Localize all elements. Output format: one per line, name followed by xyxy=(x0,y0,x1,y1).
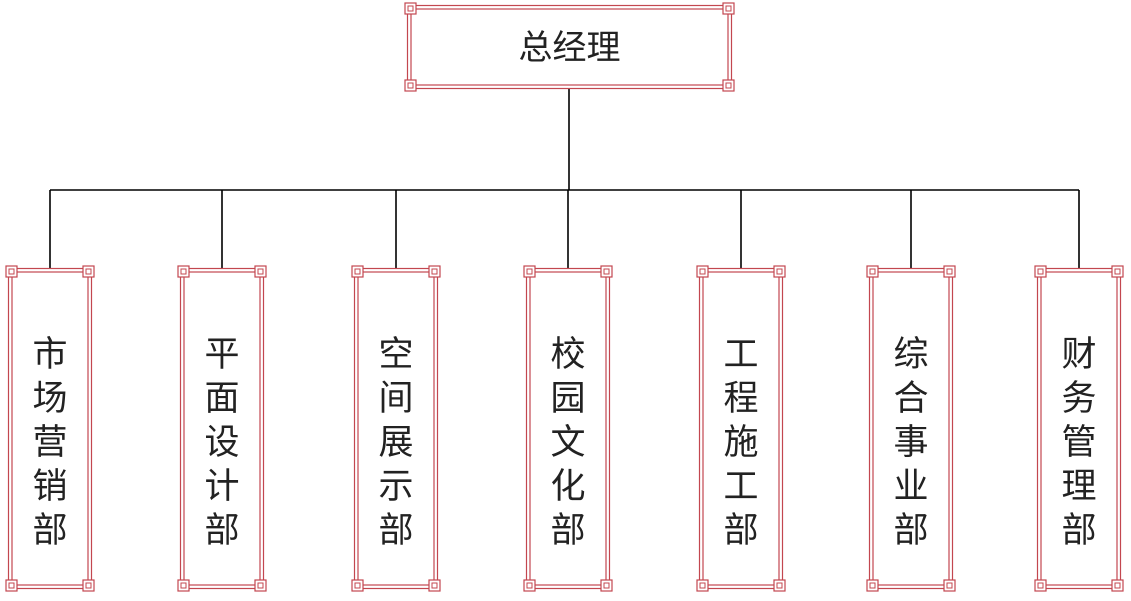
department-label: 市场营销部 xyxy=(32,335,67,551)
department-node: 综合事业部 xyxy=(866,265,956,592)
department-node: 市场营销部 xyxy=(5,265,95,592)
department-label: 综合事业部 xyxy=(893,335,928,551)
root-node: 总经理 xyxy=(404,2,735,92)
department-label: 工程施工部 xyxy=(723,335,758,551)
department-box-frame xyxy=(177,265,267,592)
department-node: 工程施工部 xyxy=(696,265,786,592)
department-box-frame xyxy=(866,265,956,592)
department-box-frame xyxy=(696,265,786,592)
department-box-frame xyxy=(1034,265,1124,592)
department-box-frame xyxy=(351,265,441,592)
department-box-frame xyxy=(523,265,613,592)
root-label: 总经理 xyxy=(519,28,621,68)
department-node: 空间展示部 xyxy=(351,265,441,592)
department-label: 财务管理部 xyxy=(1061,335,1096,551)
department-nodes: 市场营销部 平面设计部 空间展示部 校园文化部 工程施工部 综合事业部 财务管理部 xyxy=(5,265,1124,592)
department-label: 空间展示部 xyxy=(378,335,413,551)
department-node: 财务管理部 xyxy=(1034,265,1124,592)
department-label: 平面设计部 xyxy=(204,335,239,551)
root-box-frame xyxy=(404,2,735,92)
connector-lines xyxy=(49,89,1080,268)
department-node: 平面设计部 xyxy=(177,265,267,592)
department-box-frame xyxy=(5,265,95,592)
department-label: 校园文化部 xyxy=(550,335,585,551)
department-node: 校园文化部 xyxy=(523,265,613,592)
